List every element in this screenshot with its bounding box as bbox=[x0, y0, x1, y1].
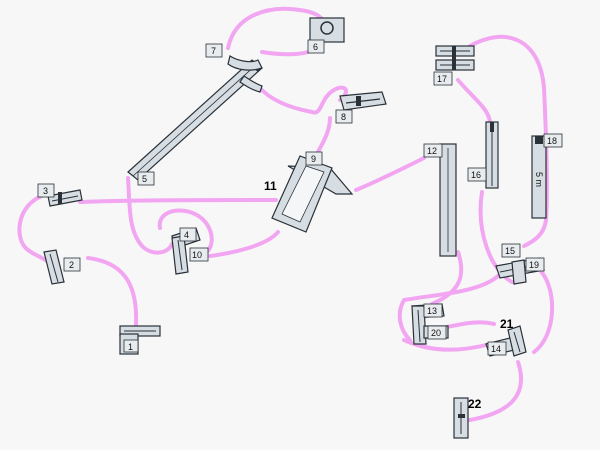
label-11: 11 bbox=[264, 179, 277, 193]
label-22: 22 bbox=[468, 397, 482, 411]
piece-8: 8 bbox=[335, 91, 387, 124]
piece-3: 3 bbox=[37, 183, 83, 207]
label-20: 20 bbox=[431, 328, 441, 338]
route-lines bbox=[17, 6, 555, 422]
piece-15-19: 15 19 bbox=[495, 243, 545, 285]
piece-9-crossing: 9 bbox=[271, 151, 354, 233]
piece-7: 7 bbox=[205, 43, 223, 58]
route-17-16 bbox=[456, 78, 492, 124]
label-5: 5 bbox=[142, 174, 147, 184]
label-12: 12 bbox=[427, 146, 437, 156]
label-3: 3 bbox=[43, 186, 48, 196]
route-11-12 bbox=[354, 156, 426, 192]
piece-4-10: 4 10 bbox=[171, 227, 209, 275]
label-13: 13 bbox=[427, 306, 437, 316]
piece-1: 1 bbox=[119, 325, 161, 355]
route-3-11 bbox=[78, 198, 278, 204]
piece-long-straight-5: 5 bbox=[127, 55, 263, 186]
label-4: 4 bbox=[184, 230, 189, 240]
piece-17: 17 bbox=[433, 45, 475, 86]
piece-22 bbox=[453, 397, 469, 439]
route-14-22 bbox=[468, 360, 524, 422]
label-17: 17 bbox=[437, 74, 447, 84]
route-11-10 bbox=[208, 230, 280, 258]
label-15: 15 bbox=[505, 246, 515, 256]
piece-2: 2 bbox=[43, 249, 81, 285]
route-2-1 bbox=[86, 256, 139, 327]
route-5-6 bbox=[260, 50, 310, 57]
route-12-13 bbox=[430, 250, 464, 306]
route-3-2 bbox=[17, 194, 50, 264]
label-16: 16 bbox=[471, 170, 481, 180]
label-2: 2 bbox=[69, 260, 74, 270]
label-18: 18 bbox=[547, 136, 557, 146]
route-15-13 bbox=[397, 274, 500, 342]
label-9: 9 bbox=[311, 154, 316, 164]
label-7: 7 bbox=[211, 46, 216, 56]
route-20-21 bbox=[440, 320, 496, 330]
piece-16: 16 bbox=[467, 121, 499, 189]
route-20-14 bbox=[402, 338, 492, 352]
route-arm-8 bbox=[256, 84, 348, 115]
route-8-9 bbox=[316, 116, 332, 154]
label-14: 14 bbox=[491, 344, 501, 354]
label-10: 10 bbox=[192, 250, 202, 260]
label-1: 1 bbox=[128, 342, 133, 352]
label-21: 21 bbox=[500, 317, 514, 331]
piece-18-mark: 5 m bbox=[534, 172, 544, 187]
label-19: 19 bbox=[529, 260, 539, 270]
piece-13-20: 13 20 bbox=[411, 303, 449, 345]
piece-14: 14 bbox=[485, 325, 527, 357]
label-6: 6 bbox=[313, 42, 318, 52]
piece-12: 12 bbox=[423, 143, 457, 257]
label-8: 8 bbox=[341, 112, 346, 122]
route-19-14 bbox=[532, 268, 555, 354]
piece-18: 5 m 18 bbox=[531, 133, 563, 219]
piece-6: 6 bbox=[307, 17, 345, 54]
route-5-4 bbox=[126, 176, 174, 255]
